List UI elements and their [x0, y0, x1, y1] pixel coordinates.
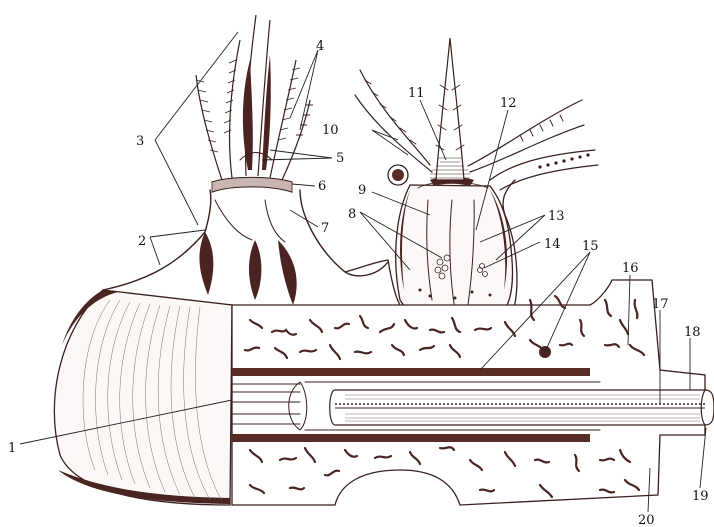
label-12: 12 [500, 96, 517, 111]
label-10: 10 [322, 123, 339, 138]
label-5: 5 [336, 151, 344, 166]
label-3: 3 [136, 134, 144, 149]
label-16: 16 [622, 261, 639, 276]
label-17: 17 [652, 297, 669, 312]
label-18: 18 [684, 325, 701, 340]
left-polyp [196, 15, 313, 192]
label-7: 7 [321, 221, 329, 236]
label-9: 9 [358, 183, 366, 198]
label-2: 2 [138, 234, 146, 249]
label-11: 11 [408, 86, 425, 101]
tentacle-spines [196, 60, 313, 152]
label-4: 4 [316, 39, 324, 54]
left-tentacles [196, 15, 310, 180]
label-8: 8 [348, 207, 356, 222]
label-15: 15 [582, 239, 599, 254]
label-14: 14 [544, 237, 561, 252]
label-13: 13 [548, 209, 565, 224]
cross-section [232, 280, 714, 505]
label-20: 20 [638, 513, 655, 527]
label-1: 1 [8, 441, 16, 456]
label-19: 19 [692, 489, 709, 504]
label-6: 6 [318, 179, 326, 194]
